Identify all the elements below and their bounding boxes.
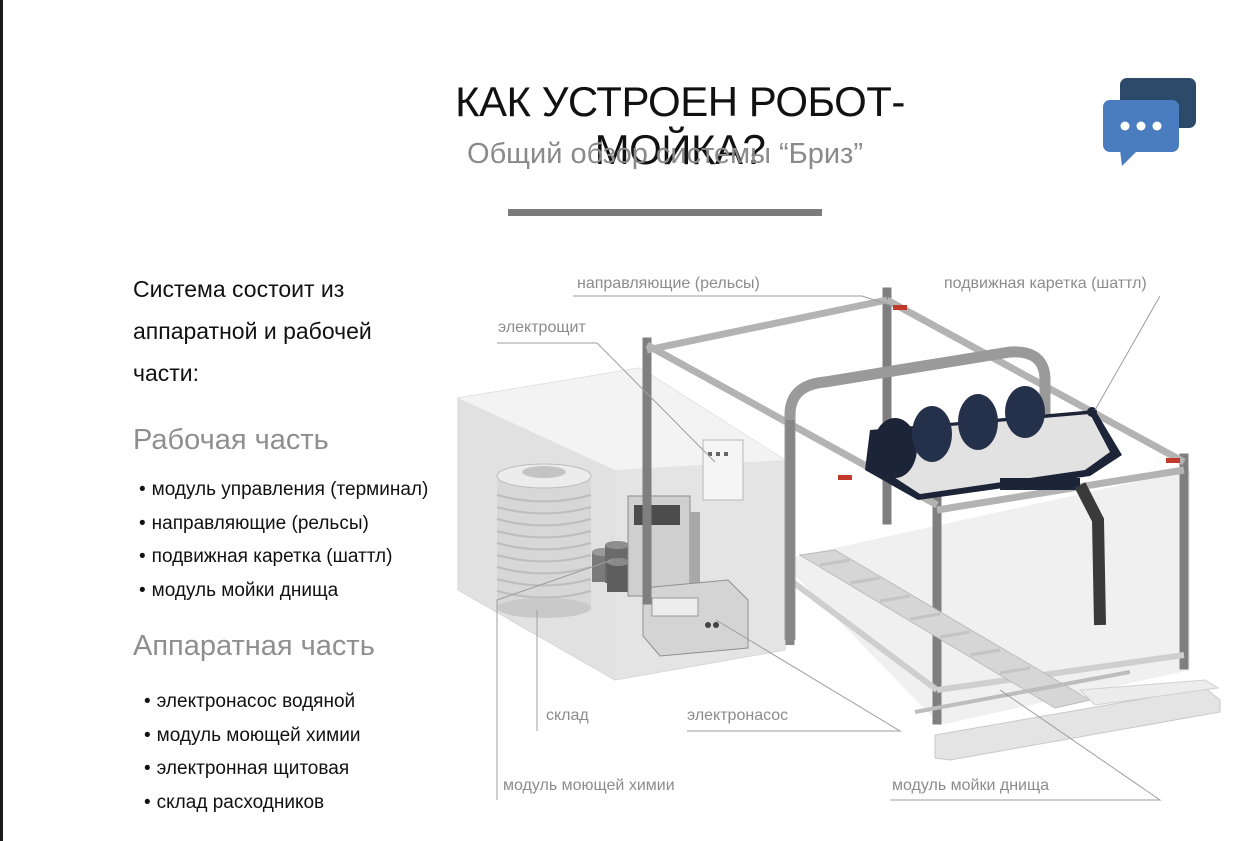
underbody-wash-module	[798, 549, 1221, 761]
list-item: модуль мойки днища	[139, 574, 428, 608]
robot-wash-illustration	[457, 287, 1221, 801]
callout-panel: электрощит	[498, 319, 586, 336]
list-item: направляющие (рельсы)	[139, 507, 428, 541]
title-divider	[508, 209, 822, 216]
callout-shuttle: подвижная каретка (шаттл)	[944, 275, 1147, 292]
list-item: модуль управления (терминал)	[139, 473, 429, 507]
callout-lines	[496, 295, 1162, 801]
pump-unit	[642, 579, 749, 657]
page-title: КАК УСТРОЕН РОБОТ-МОЙКА?	[455, 78, 905, 173]
list-item: электронасос водяной	[144, 685, 360, 719]
water-tank	[496, 463, 592, 618]
intro-line-1: Система состоит из	[133, 276, 345, 302]
callout-underbody: модуль мойки днища	[892, 777, 1050, 794]
intro-line-3: части:	[133, 360, 200, 386]
intro-line-2: аппаратной и рабочей	[133, 318, 372, 344]
callout-pump: электронасос	[687, 707, 789, 724]
electrical-panel	[702, 439, 744, 501]
chat-bubbles-icon	[1103, 78, 1196, 166]
intro-text: Система состоит из аппаратной и рабочей …	[133, 268, 433, 394]
control-cabinet	[627, 495, 700, 597]
list-item: модуль моющей химии	[144, 719, 361, 753]
callout-storage: склад	[546, 707, 589, 724]
list-item: электронная щитовая	[144, 752, 360, 786]
shuttle-arch	[784, 346, 1051, 645]
working-part-title: Рабочая часть	[133, 424, 329, 456]
list-item: склад расходников	[144, 786, 360, 820]
shuttle-carriage	[865, 386, 1122, 626]
callout-chemistry: модуль моющей химии	[503, 777, 675, 794]
hardware-part-list: электронасос водяной модуль моющей химии…	[144, 685, 361, 820]
chemistry-canisters	[592, 541, 629, 592]
callout-rails: направляющие (рельсы)	[577, 275, 760, 292]
hardware-part-title: Аппаратная часть	[133, 630, 375, 662]
working-part-list: модуль управления (терминал) направляющи…	[139, 473, 429, 608]
left-border	[0, 0, 3, 841]
list-item: подвижная каретка (шаттл)	[139, 540, 428, 574]
page-subtitle: Общий обзор системы “Бриз”	[467, 138, 863, 170]
